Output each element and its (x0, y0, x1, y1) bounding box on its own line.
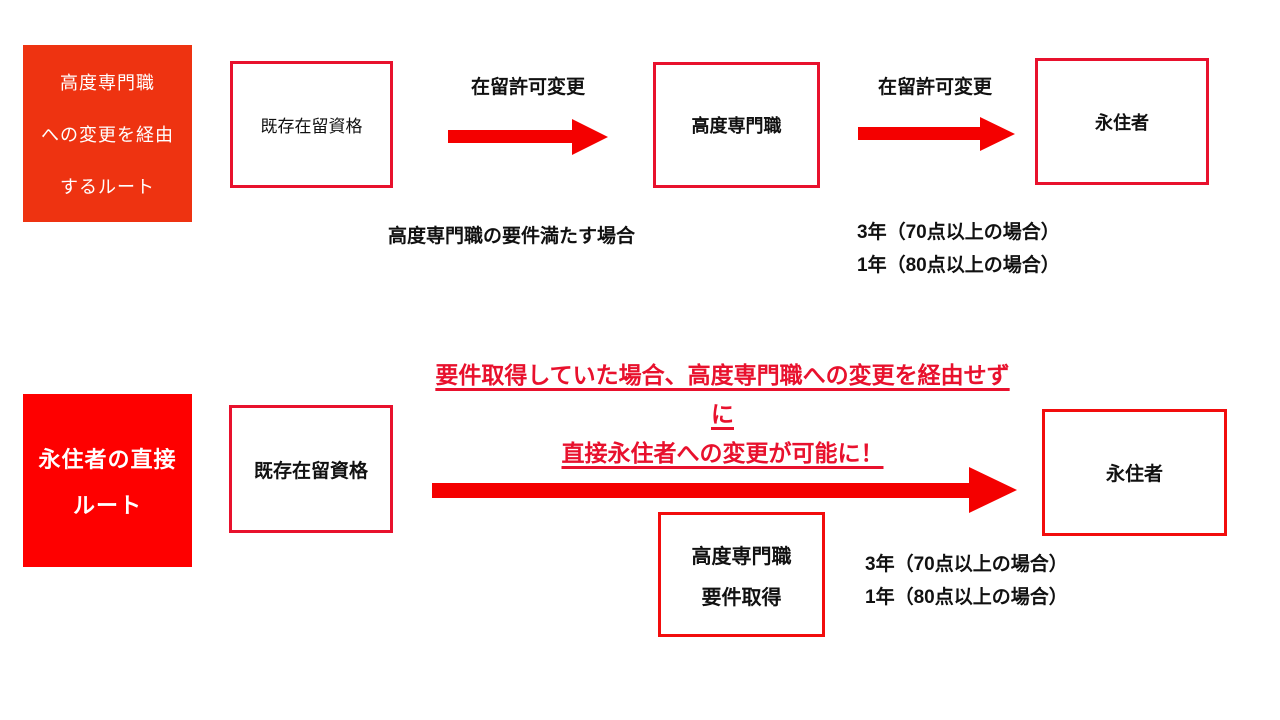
route2-requirement-line2: 要件取得 (701, 586, 782, 609)
route2-requirement-line1: 高度専門職 (691, 545, 792, 568)
arrow-shaft (448, 130, 572, 143)
highlight-note-line1: 要件取得していた場合、高度専門職への変更を経由せずに (435, 362, 1010, 427)
route2-requirement-box: 高度専門職 要件取得 (658, 512, 825, 637)
route2-years-note-line1: 3年（70点以上の場合） (865, 554, 1068, 575)
highlight-note: 要件取得していた場合、高度専門職への変更を経由せずに 直接永住者への変更が可能に… (425, 356, 1020, 473)
route2-permanent-resident-box: 永住者 (1042, 409, 1227, 536)
arrow-head (980, 117, 1015, 151)
route1-hsp-box: 高度専門職 (653, 62, 820, 188)
route1-permanent-resident-box: 永住者 (1035, 58, 1209, 185)
arrow-shaft (432, 483, 969, 498)
route1-years-note-line1: 3年（70点以上の場合） (857, 222, 1060, 243)
arrow-head (969, 467, 1017, 513)
route1-title-box: 高度専門職 への変更を経由 するルート (23, 45, 192, 222)
route1-right-arrow-icon-1 (448, 119, 608, 155)
arrow-shaft (858, 127, 980, 140)
route1-existing-status-label: 既存在留資格 (260, 117, 363, 136)
route2-title-box: 永住者の直接 ルート (23, 394, 192, 567)
route1-arrow2-label: 在留許可変更 (877, 77, 992, 98)
route2-years-note-line2: 1年（80点以上の場合） (865, 587, 1068, 608)
route2-title-line1: 永住者の直接 (38, 446, 177, 472)
route1-existing-status-box: 既存在留資格 (230, 61, 393, 188)
route2-right-arrow-icon (432, 467, 1017, 513)
route1-title-line2: への変更を経由 (41, 124, 174, 145)
route1-title-line3: するルート (60, 176, 155, 197)
route2-existing-status-label: 既存在留資格 (253, 460, 368, 482)
route1-years-note-line2: 1年（80点以上の場合） (857, 255, 1060, 276)
highlight-note-line2: 直接永住者への変更が可能に！ (561, 440, 884, 466)
route2-title-line2: ルート (72, 492, 142, 518)
route2-existing-status-box: 既存在留資格 (229, 405, 393, 533)
route1-condition-note: 高度専門職の要件満たす場合 (388, 226, 636, 247)
route1-right-arrow-icon-2 (858, 117, 1015, 151)
route1-hsp-label: 高度専門職 (691, 116, 782, 136)
route2-permanent-resident-label: 永住者 (1105, 464, 1163, 485)
arrow-head (572, 119, 608, 155)
route1-permanent-resident-label: 永住者 (1095, 112, 1149, 133)
route1-title-line1: 高度専門職 (60, 72, 155, 93)
route1-arrow1-label: 在留許可変更 (470, 77, 585, 98)
